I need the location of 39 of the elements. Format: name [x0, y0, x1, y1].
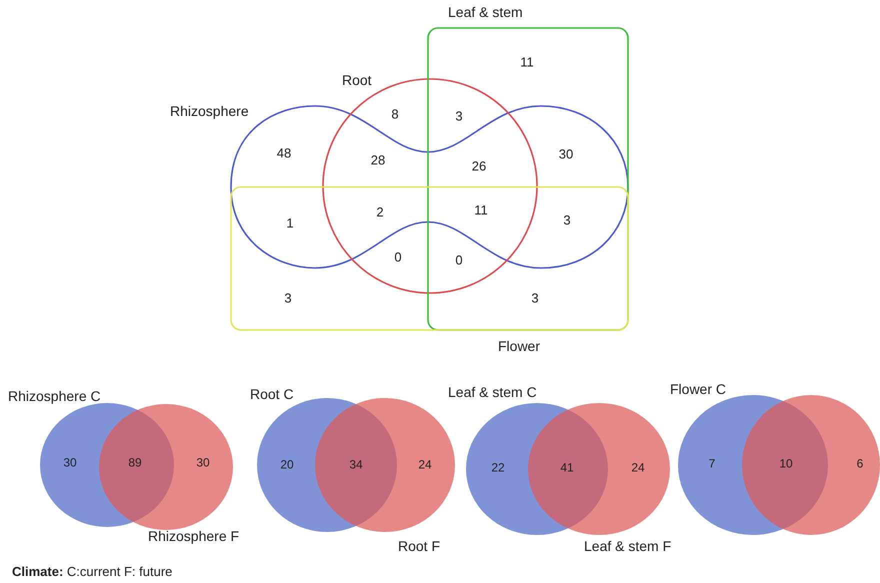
set-label: Flower	[498, 338, 540, 354]
region-count: 22	[491, 460, 505, 476]
region-count: 20	[280, 458, 294, 472]
set-label: Leaf & stem C	[448, 384, 537, 400]
region-count: 3	[563, 212, 571, 228]
region-count: 1	[286, 216, 294, 230]
region-count: 8	[391, 106, 399, 122]
region-count: 0	[455, 252, 463, 268]
region-count: 3	[284, 290, 292, 306]
region-count: 24	[418, 458, 432, 472]
region-count: 11	[520, 54, 534, 70]
set-label: Leaf & stem	[448, 4, 523, 20]
region-count: 26	[472, 158, 486, 174]
set-label: Rhizosphere C	[8, 388, 101, 404]
set-label: Root	[342, 72, 372, 88]
region-count: 34	[349, 458, 363, 472]
set-label: Rhizosphere	[170, 103, 249, 119]
region-count: 11	[474, 202, 488, 218]
region-count: 0	[394, 250, 402, 264]
region-count: 6	[856, 456, 864, 472]
set-label: Root C	[250, 386, 294, 402]
set-label: Leaf & stem F	[584, 538, 672, 554]
region-count: 24	[631, 460, 645, 476]
region-count: 2	[376, 204, 384, 220]
region-count: 30	[558, 146, 574, 162]
region-count: 7	[708, 456, 716, 472]
region-count: 41	[560, 460, 574, 476]
region-count: 89	[128, 456, 142, 470]
set-label: Rhizosphere F	[148, 528, 240, 544]
region-count: 30	[196, 456, 210, 470]
region-count: 3	[455, 108, 463, 124]
region-count: 3	[531, 290, 539, 306]
region-count: 10	[779, 456, 793, 472]
region-count: 30	[63, 456, 77, 470]
legend-note: Climate: C:current F: future	[12, 564, 172, 579]
region-count: 28	[370, 152, 386, 168]
set-label: Flower C	[670, 381, 726, 397]
region-count: 48	[276, 146, 292, 160]
set-label: Root F	[398, 538, 440, 554]
